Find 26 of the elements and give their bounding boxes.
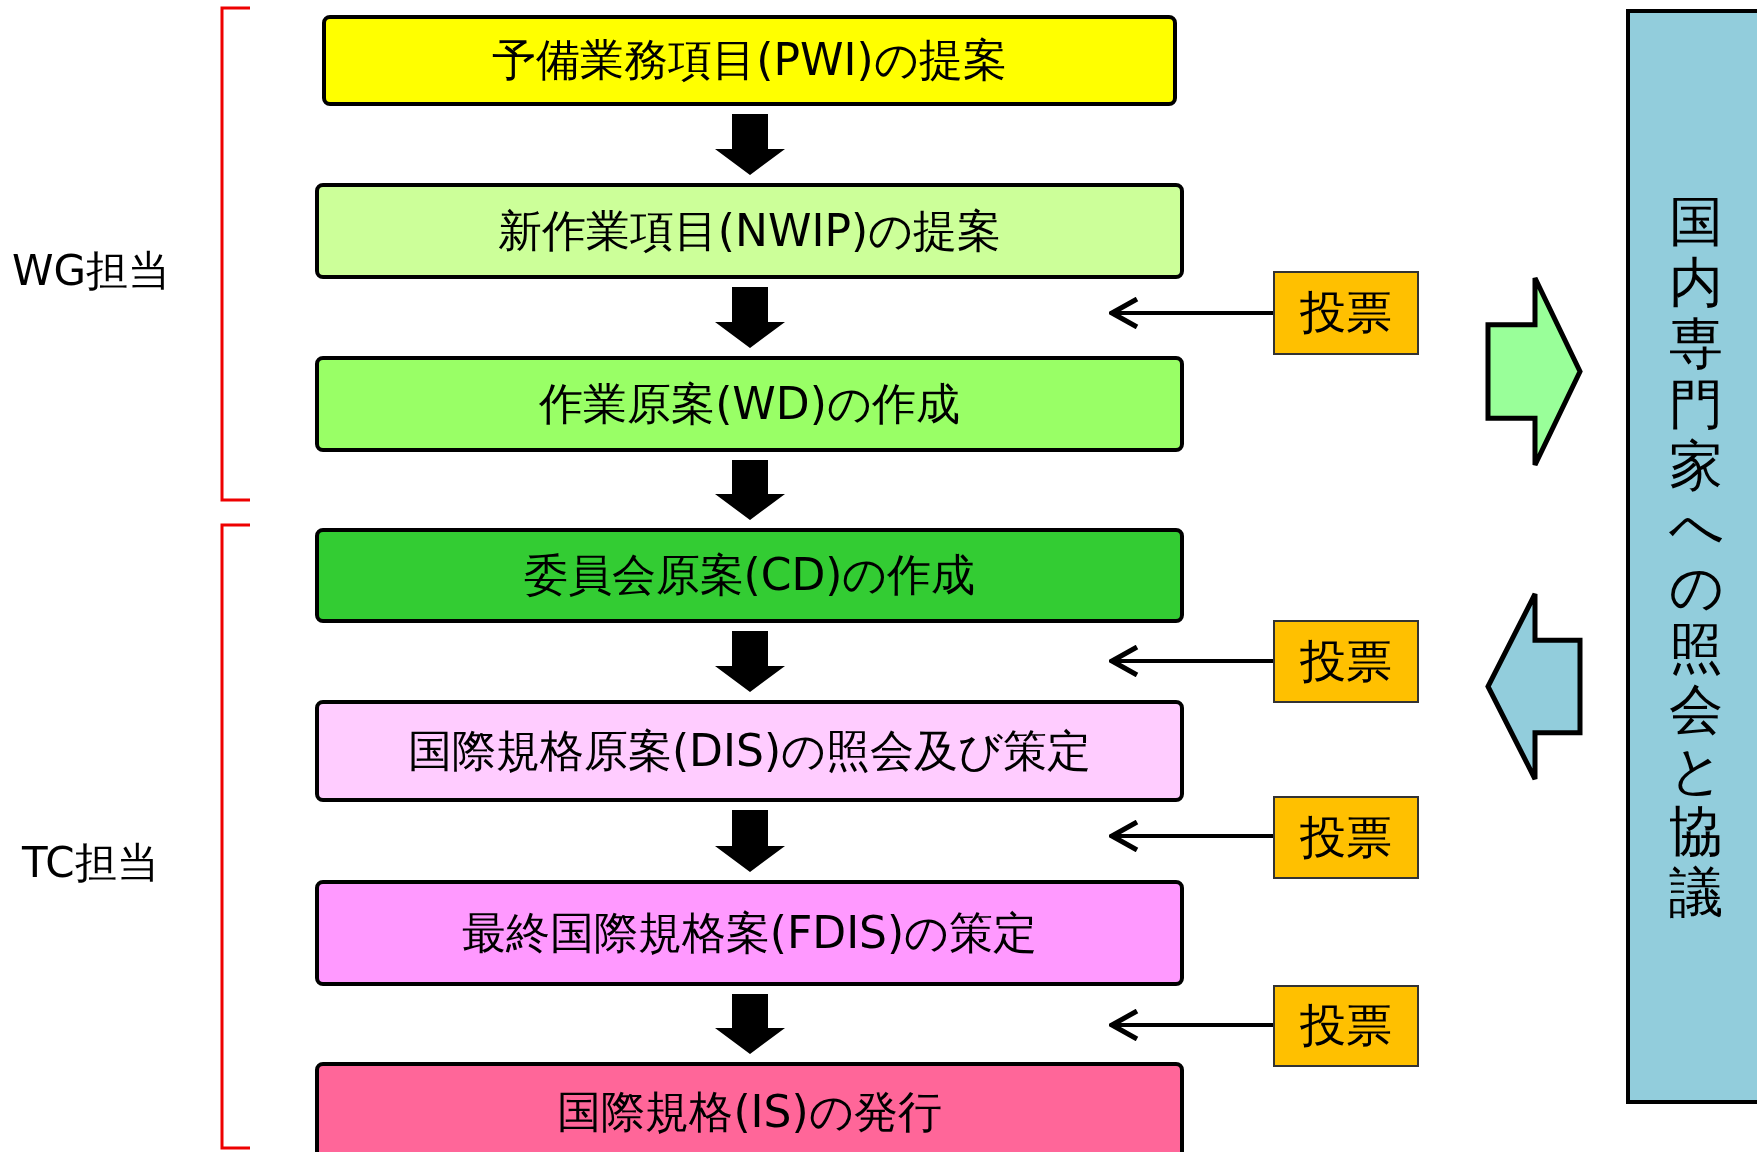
vote-box: 投票 xyxy=(1273,985,1419,1067)
vote-box: 投票 xyxy=(1273,796,1419,879)
process-box: 最終国際規格案(FDIS)の策定 xyxy=(315,880,1184,986)
process-box: 国際規格(IS)の発行 xyxy=(315,1062,1184,1152)
block-arrow xyxy=(1485,591,1583,782)
arrow xyxy=(715,460,785,520)
arrow xyxy=(1109,819,1273,853)
arrow xyxy=(715,631,785,692)
arrow xyxy=(715,810,785,872)
vote-box: 投票 xyxy=(1273,620,1419,703)
process-box: 予備業務項目(PWI)の提案 xyxy=(322,15,1177,106)
arrow xyxy=(715,287,785,348)
process-box: 委員会原案(CD)の作成 xyxy=(315,528,1184,623)
arrow xyxy=(715,994,785,1054)
block-arrow xyxy=(1485,275,1583,468)
group-label: TC担当 xyxy=(22,837,159,889)
consultation-panel: 国内専門家への照会と協議 xyxy=(1626,9,1757,1104)
arrow xyxy=(1109,1008,1273,1042)
process-box: 新作業項目(NWIP)の提案 xyxy=(315,183,1184,279)
process-box: 国際規格原案(DIS)の照会及び策定 xyxy=(315,700,1184,802)
vote-box: 投票 xyxy=(1273,271,1419,355)
process-box: 作業原案(WD)の作成 xyxy=(315,356,1184,452)
arrow xyxy=(1109,644,1273,678)
arrow xyxy=(715,114,785,175)
group-label: WG担当 xyxy=(12,245,171,297)
arrow xyxy=(1109,296,1273,330)
